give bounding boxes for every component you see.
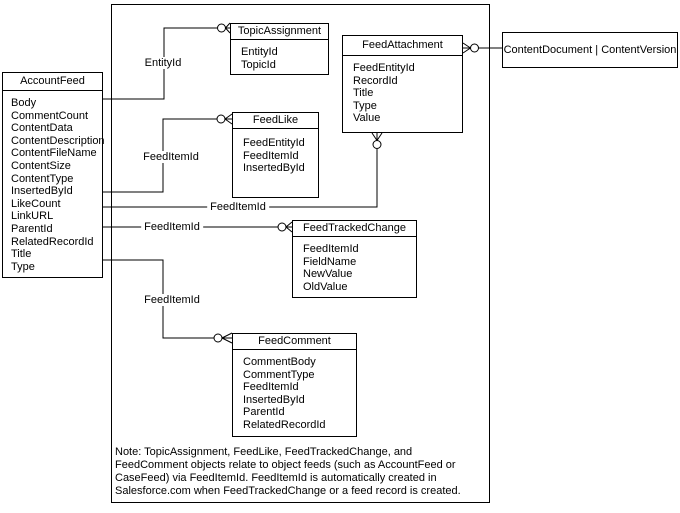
field-row: EntityId <box>241 46 278 58</box>
field-row: CommentBody <box>243 356 316 368</box>
field-row: RecordId <box>353 74 398 87</box>
connector-accountfeed-feedattachment <box>103 132 383 208</box>
field-row: FieldName <box>303 255 357 268</box>
field-row: FeedItemId <box>243 149 299 162</box>
entity-title: FeedLike <box>233 113 318 129</box>
entity-title: TopicAssignment <box>231 24 328 40</box>
connector-label-feeditemid-feedlike: FeedItemId <box>140 151 202 163</box>
field-row: FeedItemId <box>303 243 359 255</box>
field-row: Title <box>353 87 374 100</box>
field-row: Value <box>353 112 381 125</box>
field-row: ParentId <box>11 222 53 235</box>
entity-title: ContentDocument | ContentVersion <box>503 44 677 56</box>
entity-title: AccountFeed <box>3 73 102 91</box>
field-row: FeedItemId <box>243 381 299 394</box>
field-row: Type <box>353 99 377 112</box>
field-row: RelatedRecordId <box>243 418 326 431</box>
field-row: InsertedById <box>243 393 305 406</box>
field-row: InsertedById <box>243 162 305 175</box>
note-line: Note: TopicAssignment, FeedLike, FeedTra… <box>115 446 413 458</box>
field-row: RelatedRecordId <box>11 235 94 248</box>
field-row: CommentType <box>243 368 315 381</box>
field-row: Body <box>11 97 37 109</box>
entity-contentdocument-contentversion: ContentDocument | ContentVersion <box>502 32 678 68</box>
field-row: InsertedById <box>11 185 73 198</box>
field-row: TopicId <box>241 58 276 71</box>
note-line: FeedComment objects relate to object fee… <box>115 458 456 471</box>
field-row: CommentCount <box>11 109 89 122</box>
field-row: FeedEntityId <box>353 62 415 74</box>
field-row: Type <box>11 260 35 273</box>
field-row: ContentDescription <box>11 134 105 147</box>
entity-title: FeedTrackedChange <box>293 221 416 237</box>
connector-label-entityid: EntityId <box>141 57 185 69</box>
connector-label-feeditemid-feedtrackedchange: FeedItemId <box>141 221 203 233</box>
entity-title: FeedComment <box>233 334 356 350</box>
connector-label-feeditemid-feedcomment: FeedItemId <box>141 294 203 306</box>
connector-feedattachment-contentdocument <box>462 42 502 54</box>
field-row: ContentFileName <box>11 147 97 160</box>
field-row: FeedEntityId <box>243 137 305 149</box>
diagram-note: Note: TopicAssignment, FeedLike, FeedTra… <box>115 446 467 498</box>
field-row: Title <box>11 248 32 261</box>
note-line: CaseFeed) via FeedItemId. FeedItemId is … <box>115 471 437 484</box>
entity-title: FeedAttachment <box>343 36 462 56</box>
field-row: ContentData <box>11 122 73 135</box>
field-row: OldValue <box>303 280 348 293</box>
field-row: LikeCount <box>11 197 61 210</box>
field-row: ContentType <box>11 172 74 185</box>
field-row: LinkURL <box>11 210 54 223</box>
field-row: ContentSize <box>11 159 71 172</box>
note-line: Salesforce.com when FeedTrackedChange or… <box>115 484 461 497</box>
diagram-frame <box>111 4 490 503</box>
field-row: ParentId <box>243 406 285 419</box>
field-row: NewValue <box>303 268 353 281</box>
connector-label-feeditemid-feedattachment: FeedItemId <box>207 201 269 213</box>
